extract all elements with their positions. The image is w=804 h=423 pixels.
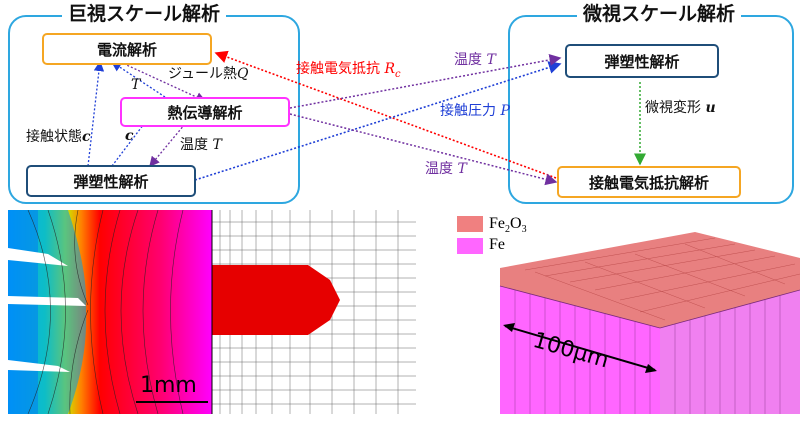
c-label: c	[125, 128, 134, 144]
temp-internal-label: 温度 T	[180, 137, 222, 153]
temp-top-label: 温度 T	[454, 52, 496, 68]
contact-resistance-label: 接触電気抵抗 Rc	[296, 61, 401, 80]
joule-arrow	[119, 61, 207, 102]
T-arrow	[110, 61, 166, 98]
temp-arrow-top	[289, 54, 562, 109]
joule-label: ジュール熱Q	[168, 66, 249, 82]
micro-title: 微視スケール解析	[577, 3, 742, 25]
micro-simulation-image: Fe2O3 Fe 100μm	[445, 210, 800, 414]
pressure-label: 接触圧力 P	[440, 103, 510, 119]
macro-elastic-box: 弾塑性解析	[26, 165, 196, 197]
macro-title: 巨視スケール解析	[62, 3, 227, 25]
temp-internal-arrow	[149, 117, 191, 167]
contact-state-arrow	[87, 60, 105, 167]
left-scale-label: 1mm	[140, 373, 197, 398]
deform-label: 微視変形 u	[645, 100, 716, 116]
legend-label-fe: Fe	[489, 236, 505, 253]
contact-resistance-box: 接触電気抵抗解析	[557, 166, 741, 198]
temp-bottom-label: 温度 T	[425, 161, 467, 177]
legend-label-fe2o3: Fe2O3	[489, 215, 527, 236]
contact-state-label: 接触状態c	[26, 129, 91, 145]
macro-simulation-image: 1mm	[8, 210, 416, 414]
heat-conduction-box: 熱伝導解析	[120, 97, 290, 127]
current-analysis-box: 電流解析	[42, 33, 212, 65]
T-label: T	[131, 77, 141, 93]
temp-arrow-bottom	[289, 113, 558, 186]
micro-elastic-box: 弾塑性解析	[565, 44, 719, 78]
contact-resistance-arrow	[214, 50, 557, 179]
